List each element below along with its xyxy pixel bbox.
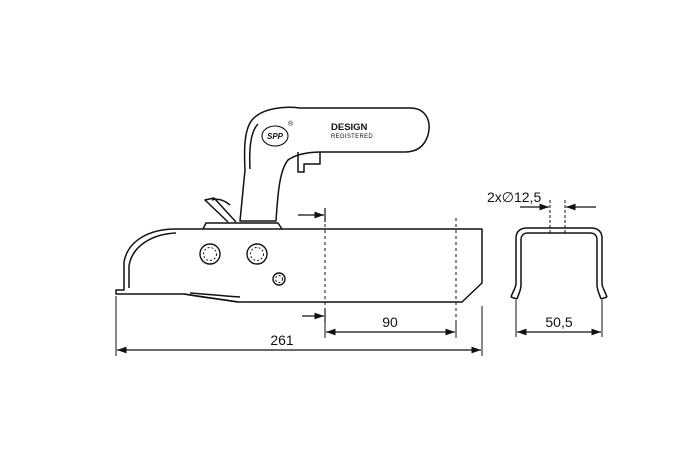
channel-width-label: 50,5 xyxy=(545,314,572,330)
overall-length-dimension: 261 xyxy=(117,332,481,354)
channel-width-dimension xyxy=(515,300,603,337)
body-holes xyxy=(199,243,286,286)
logo-text: SPP xyxy=(267,132,284,141)
hole-center-arrows xyxy=(298,208,326,322)
hole-spec-dimension xyxy=(520,200,596,233)
channel-cross-section xyxy=(510,227,608,300)
logo-ellipse xyxy=(261,125,289,147)
handle-base xyxy=(202,222,283,230)
coupling-side-view xyxy=(115,106,483,303)
ball-cup-lower xyxy=(183,293,239,303)
indicator-tab xyxy=(297,152,321,173)
bolt-hole-rear xyxy=(246,243,268,265)
registered-mark: ® xyxy=(288,120,294,128)
brand-text: DESIGN xyxy=(331,122,368,133)
release-latch xyxy=(204,197,237,223)
bolt-hole-small xyxy=(272,272,286,286)
channel-inner xyxy=(516,232,602,300)
channel-outer xyxy=(510,227,608,298)
coupling-body xyxy=(115,228,483,303)
hole-spec-label: 2x∅12,5 xyxy=(487,189,541,205)
hole-spacing-dimension: 90 xyxy=(326,314,455,336)
hole-spacing-label: 90 xyxy=(382,314,398,330)
extension-lines xyxy=(115,296,483,356)
bolt-hole-front xyxy=(199,243,221,265)
hole-center-lines xyxy=(324,218,457,322)
handle-lever xyxy=(239,106,430,222)
lever-markings: SPP ® DESIGN REGISTERED xyxy=(261,120,373,147)
overall-length-label: 261 xyxy=(270,332,294,348)
body-inner-contour xyxy=(128,232,177,288)
brand-sub-text: REGISTERED xyxy=(331,134,373,140)
